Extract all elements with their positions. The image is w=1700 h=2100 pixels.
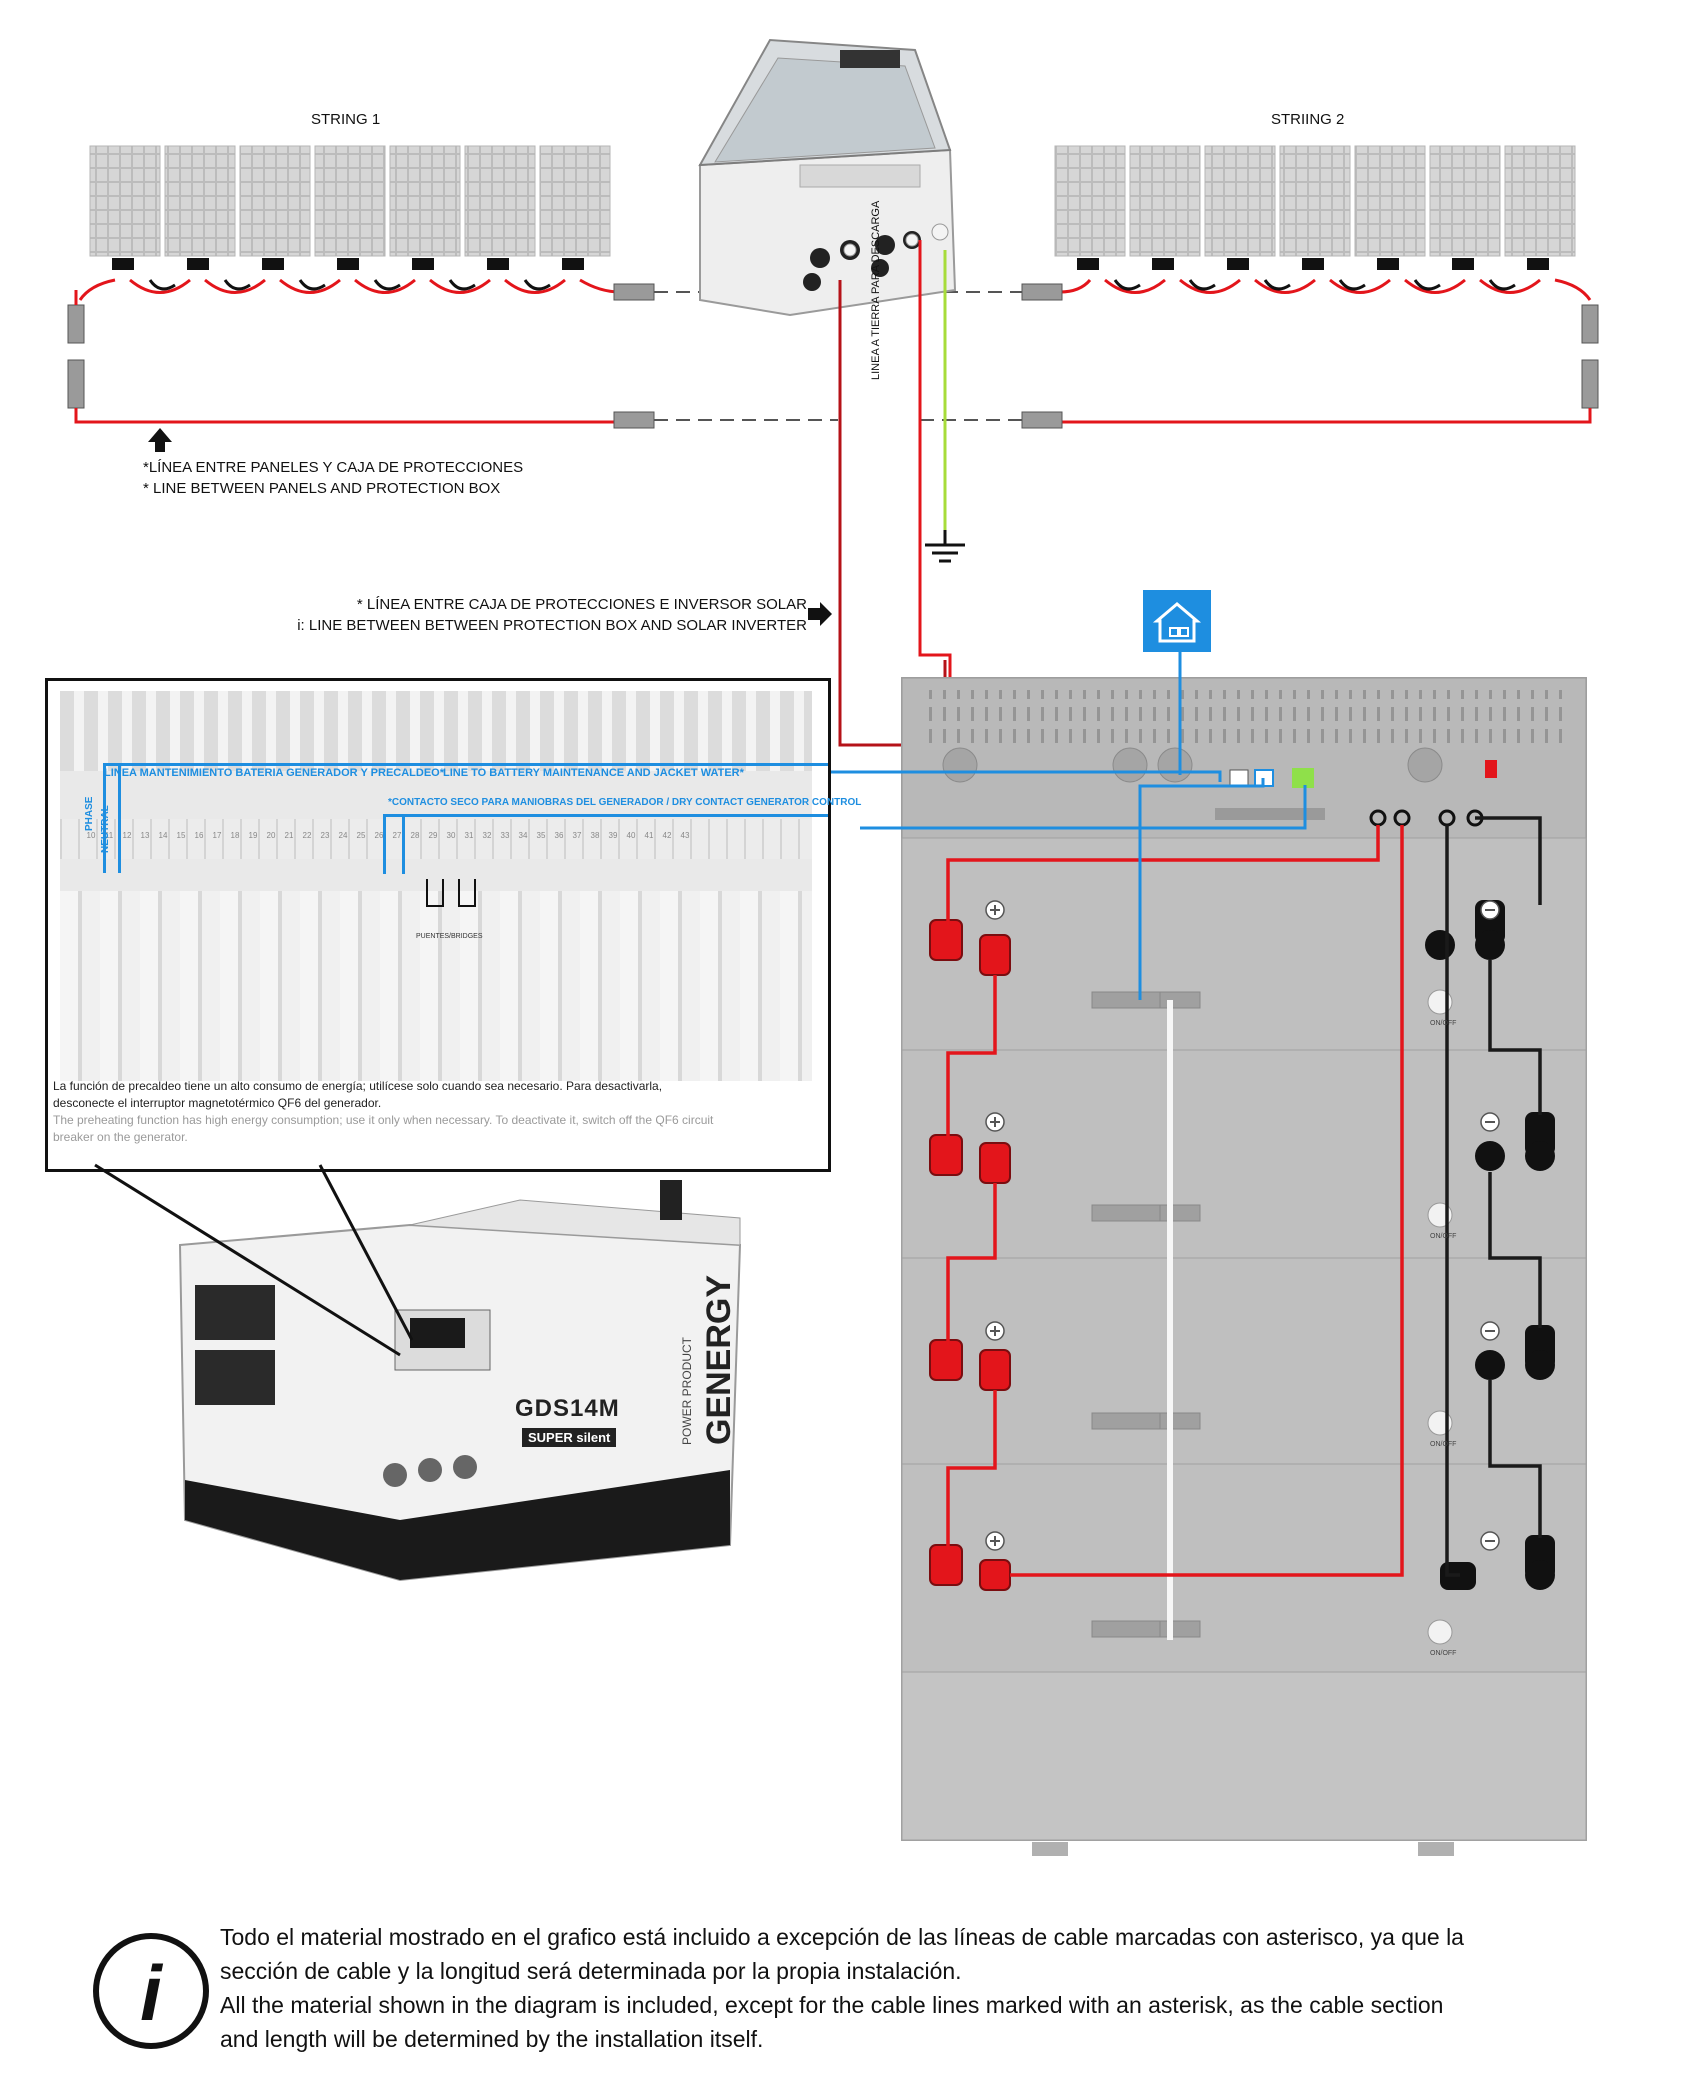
terminal-number: 40 xyxy=(626,831,636,840)
terminal-number: 20 xyxy=(266,831,276,840)
terminal-number: 18 xyxy=(230,831,240,840)
terminal-number: 34 xyxy=(518,831,528,840)
caption-panels-box-es: *LÍNEA ENTRE PANELES Y CAJA DE PROTECCIO… xyxy=(143,459,524,476)
terminal-number: 13 xyxy=(140,831,150,840)
string-1-label: STRING 1 xyxy=(311,111,381,128)
battery-negative-cables xyxy=(1445,816,1542,1577)
terminal-number: 16 xyxy=(194,831,204,840)
terminal-number: 12 xyxy=(122,831,132,840)
protection-box xyxy=(698,38,957,317)
terminal-number: 42 xyxy=(662,831,672,840)
terminal-number: 19 xyxy=(248,831,258,840)
terminal-number: 41 xyxy=(644,831,654,840)
terminal-number: 43 xyxy=(680,831,690,840)
blue-signal-lines xyxy=(800,650,1307,1000)
inset-note-es-1: La función de precaldeo tiene un alto co… xyxy=(53,1079,663,1093)
info-note-line-3: All the material shown in the diagram is… xyxy=(220,1992,1444,2018)
svg-text:i: i xyxy=(140,1949,163,2037)
info-note-line-4: and length will be determined by the ins… xyxy=(220,2026,764,2052)
terminal-number: 33 xyxy=(500,831,510,840)
terminal-number: 25 xyxy=(356,831,366,840)
terminal-photo xyxy=(60,691,812,1081)
terminal-number: 11 xyxy=(104,831,114,840)
terminal-number: 26 xyxy=(374,831,384,840)
terminal-number: 22 xyxy=(302,831,312,840)
arrow-right-icon xyxy=(808,602,832,626)
terminal-number: 17 xyxy=(212,831,222,840)
terminal-number: 39 xyxy=(608,831,618,840)
battery-line-label-en: LINE TO BATTERY MAINTENANCE AND JACKET W… xyxy=(443,767,744,779)
generator-brand-sub: POWER PRODUCT xyxy=(680,1337,694,1445)
terminal-number: 30 xyxy=(446,831,456,840)
terminal-number: 24 xyxy=(338,831,348,840)
generator-terminal-inset: 10 11 12 13 14 15 16 17 18 19 20 21 22 2… xyxy=(45,678,861,1172)
terminal-number-row: 10 11 12 13 14 15 16 17 18 19 20 21 22 2… xyxy=(82,831,792,845)
caption-box-inverter-es: * LÍNEA ENTRE CAJA DE PROTECCIONES E INV… xyxy=(356,596,807,613)
terminal-number: 35 xyxy=(536,831,546,840)
onoff-label: ON/OFF xyxy=(1430,1650,1457,1657)
info-note-line-2: sección de cable y la longitud será dete… xyxy=(220,1958,962,1984)
onoff-label: ON/OFF xyxy=(1430,1441,1457,1448)
terminal-number: 31 xyxy=(464,831,474,840)
generator-model: GDS14M xyxy=(515,1395,620,1422)
terminal-number: 29 xyxy=(428,831,438,840)
inverter-battery-cabinet xyxy=(901,677,1587,1856)
inset-note-es-2: desconecte el interruptor magnetotérmico… xyxy=(53,1096,382,1110)
onoff-label: ON/OFF xyxy=(1430,1233,1457,1240)
generator-illustration xyxy=(178,1180,742,1582)
string-2-label: STRIING 2 xyxy=(1271,111,1345,128)
info-icon: i xyxy=(93,1933,209,2049)
inset-note-en-2: breaker on the generator. xyxy=(53,1130,188,1144)
terminal-number: 10 xyxy=(86,831,96,840)
terminal-number: 36 xyxy=(554,831,564,840)
dry-contact-label: *CONTACTO SECO PARA MANIOBRAS DEL GENERA… xyxy=(388,797,862,808)
positive-terminals xyxy=(929,919,1011,1591)
generator-brand: GENERGY xyxy=(700,1274,738,1445)
inset-note-en-1: The preheating function has high energy … xyxy=(53,1113,714,1127)
terminal-number: 27 xyxy=(392,831,402,840)
info-note-line-1: Todo el material mostrado en el grafico … xyxy=(220,1924,1464,1950)
bridges-label: PUENTES/BRIDGES xyxy=(416,933,483,940)
arrow-up-icon xyxy=(148,428,172,452)
battery-positive-cables xyxy=(946,825,1404,1577)
battery-line-label: LINEA MANTENIMIENTO BATERIA GENERADOR Y … xyxy=(104,767,445,779)
terminal-number: 38 xyxy=(590,831,600,840)
onoff-label: ON/OFF xyxy=(1430,1020,1457,1027)
terminal-number: 15 xyxy=(176,831,186,840)
generator-badge: SUPER silent xyxy=(522,1428,617,1447)
caption-panels-box-en: * LINE BETWEEN PANELS AND PROTECTION BOX xyxy=(143,480,501,497)
caption-box-inverter-en: i: LINE BETWEEN BETWEEN PROTECTION BOX A… xyxy=(297,617,807,634)
negative-terminals xyxy=(1425,900,1555,1590)
solar-string-1 xyxy=(67,145,655,429)
house-icon xyxy=(1143,590,1211,652)
terminal-number: 37 xyxy=(572,831,582,840)
terminal-number: 23 xyxy=(320,831,330,840)
ground-symbol-icon xyxy=(925,530,965,563)
terminal-number: 28 xyxy=(410,831,420,840)
terminal-number: 21 xyxy=(284,831,294,840)
terminal-number: 14 xyxy=(158,831,168,840)
terminal-number: 32 xyxy=(482,831,492,840)
